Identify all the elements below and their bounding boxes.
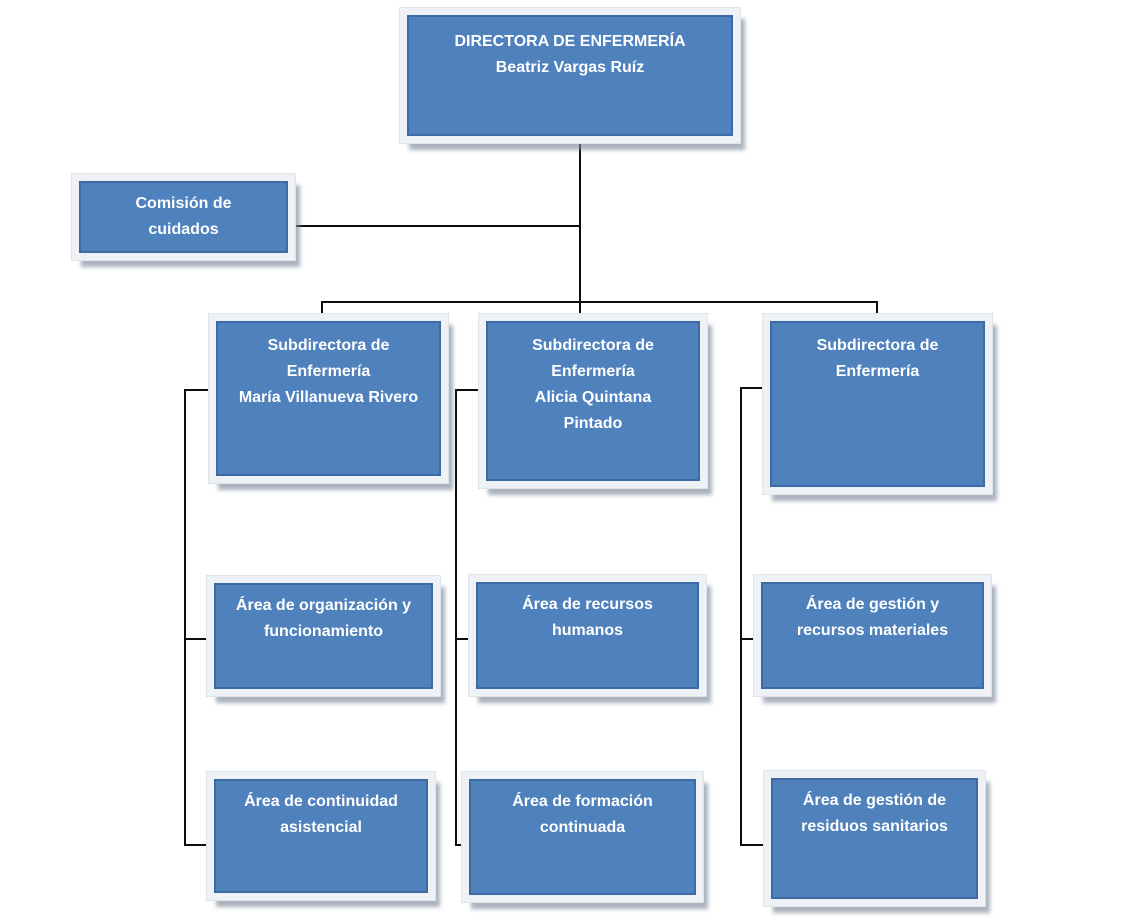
node-subdirectora-1: Subdirectora de Enfermería María Villanu… — [216, 321, 441, 476]
node-subdirectora-3: Subdirectora de Enfermería — [770, 321, 985, 487]
area-recursos-humanos-label: Área de recursos humanos — [522, 596, 653, 639]
area-gestion-materiales-label: Área de gestión y recursos materiales — [796, 596, 949, 639]
comision-label: Comisión de cuidados — [135, 195, 232, 238]
connector-stub-sub3 — [876, 301, 878, 322]
node-area-recursos-humanos: Área de recursos humanos — [476, 582, 699, 689]
connector-comision-horizontal — [287, 225, 580, 227]
node-area-formacion-continuada: Área de formación continuada — [469, 779, 696, 895]
subdirectora-1-name: María Villanueva Rivero — [238, 389, 419, 406]
node-comision-cuidados: Comisión de cuidados — [79, 181, 288, 253]
node-subdirectora-2: Subdirectora de Enfermería Alicia Quinta… — [486, 321, 700, 481]
area-organizacion-label: Área de organización y funcionamiento — [235, 597, 412, 640]
node-area-organizacion-funcionamiento: Área de organización y funcionamiento — [214, 583, 433, 689]
node-area-gestion-recursos-materiales: Área de gestión y recursos materiales — [761, 582, 984, 689]
node-area-residuos-sanitarios: Área de gestión de residuos sanitarios — [771, 778, 978, 899]
area-continuidad-label: Área de continuidad asistencial — [244, 793, 398, 836]
connector-col3-stub-bot — [740, 844, 771, 846]
connector-col2-vertical — [455, 389, 457, 846]
connector-col3-stub-mid — [740, 638, 761, 640]
connector-col2-stub-bot — [455, 844, 470, 846]
subdirectora-3-title: Subdirectora de Enfermería — [816, 337, 939, 380]
director-title: DIRECTORA DE ENFERMERÍA — [454, 33, 686, 50]
connector-stub-sub1 — [321, 301, 323, 322]
subdirectora-2-name: Alicia Quintana Pintado — [534, 389, 652, 432]
connector-director-vertical — [579, 137, 581, 323]
director-name: Beatriz Vargas Ruíz — [495, 59, 645, 76]
subdirectora-2-title: Subdirectora de Enfermería — [532, 337, 654, 380]
connector-col3-stub-top — [740, 387, 770, 389]
connector-branch-horizontal — [321, 301, 878, 303]
connector-col1-stub-bot — [184, 844, 215, 846]
connector-col2-stub-mid — [455, 638, 476, 640]
subdirectora-1-title: Subdirectora de Enfermería — [267, 337, 390, 380]
area-residuos-label: Área de gestión de residuos sanitarios — [801, 792, 948, 835]
connector-col1-vertical — [184, 389, 186, 846]
connector-col1-stub-mid — [184, 638, 216, 640]
area-formacion-label: Área de formación continuada — [512, 793, 653, 836]
connector-col1-stub-top — [184, 389, 216, 391]
node-area-continuidad-asistencial: Área de continuidad asistencial — [214, 779, 428, 893]
connector-col2-stub-top — [455, 389, 486, 391]
connector-col3-vertical — [740, 387, 742, 846]
node-directora-enfermeria: DIRECTORA DE ENFERMERÍA Beatriz Vargas R… — [407, 15, 733, 136]
